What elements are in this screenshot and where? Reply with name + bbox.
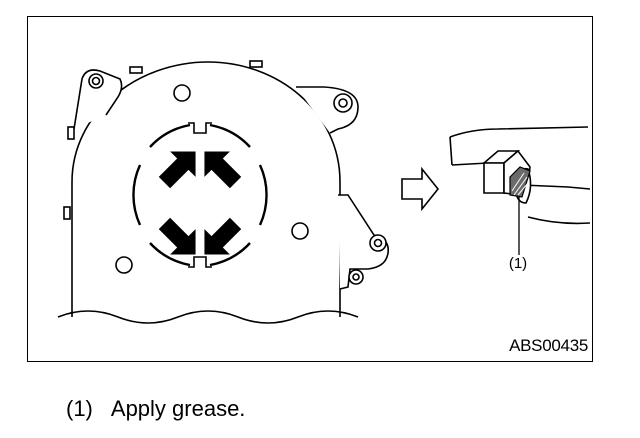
- release-arrows: [158, 151, 242, 255]
- arrow-top-left-icon: [158, 151, 196, 189]
- caption: (1) Apply grease.: [66, 396, 245, 422]
- outline-arrow-icon: [401, 166, 440, 212]
- inner-ring-arcs: [132, 123, 268, 267]
- sensor-ring-body: [63, 60, 390, 317]
- callout-label: (1): [508, 255, 528, 272]
- figure-frame: (1) ABS00435: [27, 16, 593, 362]
- figure-code: ABS00435: [509, 336, 588, 355]
- arrow-bottom-left-icon: [158, 217, 196, 255]
- caption-number: (1): [66, 396, 93, 421]
- break-line: [57, 310, 359, 324]
- caption-text: Apply grease.: [110, 396, 246, 421]
- grease-point: [509, 166, 531, 198]
- clip-notches: [188, 122, 212, 268]
- arrow-bottom-right-icon: [204, 217, 242, 255]
- arrow-top-right-icon: [204, 151, 242, 189]
- abs-sensor-diagram: [57, 60, 591, 324]
